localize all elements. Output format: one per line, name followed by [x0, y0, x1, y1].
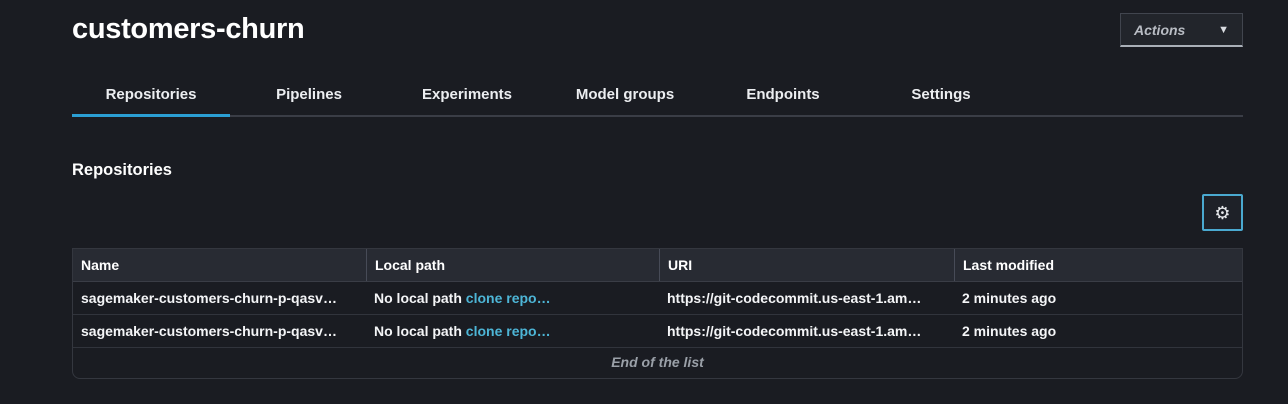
table-row[interactable]: sagemaker-customers-churn-p-qasv… No loc…: [73, 315, 1242, 348]
repo-name-cell: sagemaker-customers-churn-p-qasv…: [81, 323, 337, 339]
tab-endpoints[interactable]: Endpoints: [746, 86, 820, 103]
tab-experiments[interactable]: Experiments: [421, 86, 513, 103]
column-header-last-modified: Last modified: [954, 249, 1242, 281]
table-toolbar: ⚙: [72, 194, 1243, 231]
last-modified-cell: 2 minutes ago: [962, 290, 1057, 306]
column-header-local-path: Local path: [366, 249, 659, 281]
chevron-down-icon: ▼: [1218, 23, 1229, 36]
end-of-list-label: End of the list: [611, 354, 704, 370]
table-header-row: Name Local path URI Last modified: [73, 249, 1242, 282]
section-title: Repositories: [72, 161, 172, 179]
local-path-cell: No local path clone repo…: [366, 282, 659, 314]
repo-name-cell: sagemaker-customers-churn-p-qasv…: [81, 290, 337, 306]
clone-repo-link[interactable]: clone repo…: [465, 290, 551, 306]
table-row[interactable]: sagemaker-customers-churn-p-qasv… No loc…: [73, 282, 1242, 315]
repositories-table: Name Local path URI Last modified sagema…: [72, 248, 1243, 379]
column-header-uri: URI: [659, 249, 954, 281]
local-path-cell: No local path clone repo…: [366, 315, 659, 347]
column-header-name: Name: [81, 257, 120, 273]
local-path-text: No local path: [374, 290, 466, 306]
gear-icon: ⚙: [1214, 202, 1231, 223]
clone-repo-link[interactable]: clone repo…: [465, 323, 551, 339]
actions-dropdown[interactable]: Actions ▼: [1120, 13, 1243, 47]
local-path-text: No local path: [374, 323, 466, 339]
tab-pipelines[interactable]: Pipelines: [276, 86, 342, 103]
uri-cell: https://git-codecommit.us-east-1.am…: [667, 323, 922, 339]
last-modified-cell: 2 minutes ago: [962, 323, 1057, 339]
tab-bar: Repositories Pipelines Experiments Model…: [72, 77, 1243, 117]
tab-repositories[interactable]: Repositories: [72, 77, 230, 117]
table-settings-button[interactable]: ⚙: [1202, 194, 1243, 231]
uri-cell: https://git-codecommit.us-east-1.am…: [667, 290, 922, 306]
tab-settings[interactable]: Settings: [911, 86, 971, 103]
actions-dropdown-label: Actions: [1134, 21, 1186, 38]
page-title: customers-churn: [72, 13, 305, 45]
page-header: customers-churn Actions ▼: [72, 0, 1243, 47]
project-detail-page: customers-churn Actions ▼ Repositories P…: [72, 0, 1243, 379]
tab-model-groups[interactable]: Model groups: [575, 86, 675, 103]
